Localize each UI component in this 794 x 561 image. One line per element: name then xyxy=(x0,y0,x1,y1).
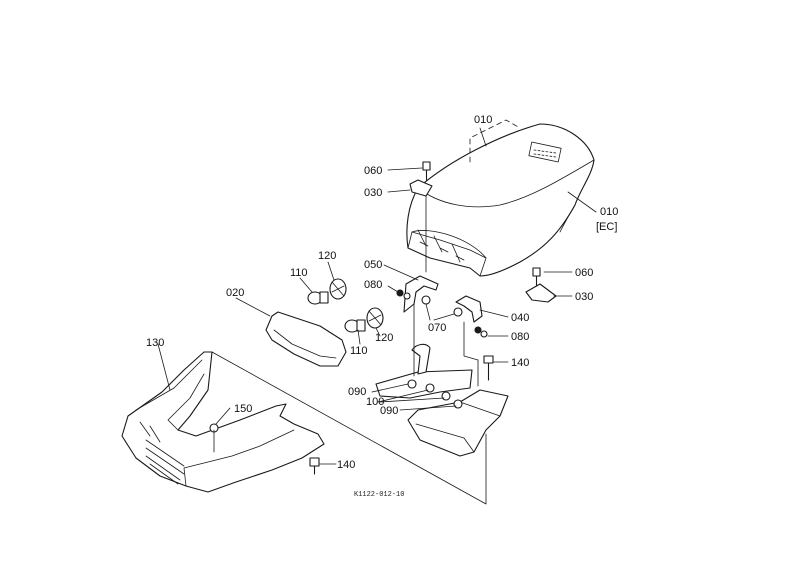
nut-070-left xyxy=(421,295,431,305)
bulb-110-lower xyxy=(344,319,366,333)
label-130: 130 xyxy=(146,337,164,349)
label-030-right: 030 xyxy=(575,291,593,303)
label-120-upper: 120 xyxy=(318,250,336,262)
hinge-bracket-030-left xyxy=(409,179,433,197)
label-090-upper: 090 xyxy=(348,386,366,398)
hood-part-010 xyxy=(406,123,595,277)
label-060-left: 060 xyxy=(364,165,382,177)
bolt-140-right xyxy=(483,355,494,381)
label-070: 070 xyxy=(428,322,446,334)
front-grille-130 xyxy=(121,351,325,493)
washer-090-lower xyxy=(453,399,463,409)
lens-020 xyxy=(265,311,347,367)
assembly-lines xyxy=(211,195,487,505)
label-010-top: 010 xyxy=(474,114,492,126)
nut-070-right xyxy=(453,307,463,317)
label-150: 150 xyxy=(234,403,252,415)
socket-120-upper xyxy=(329,278,347,300)
label-060-right: 060 xyxy=(575,267,593,279)
label-110-upper: 110 xyxy=(290,267,308,279)
label-140-left: 140 xyxy=(337,459,355,471)
bracket-050 xyxy=(403,275,439,313)
nut-080-right xyxy=(474,326,488,338)
label-110-lower: 110 xyxy=(350,345,368,357)
bolt-060-left xyxy=(422,161,431,181)
label-050: 050 xyxy=(364,259,382,271)
socket-120-lower xyxy=(366,307,384,329)
hook-arm xyxy=(411,343,431,375)
label-140-right: 140 xyxy=(511,357,529,369)
washer-100-a xyxy=(425,383,435,393)
label-120-lower: 120 xyxy=(375,332,393,344)
hinge-bracket-030-right xyxy=(525,283,557,303)
label-030-left: 030 xyxy=(364,187,382,199)
decal-outline-010 xyxy=(469,119,521,163)
label-080-left: 080 xyxy=(364,279,382,291)
label-ec: [EC] xyxy=(596,221,617,233)
label-020: 020 xyxy=(226,287,244,299)
washer-100-b xyxy=(441,391,451,401)
label-010-side: 010 xyxy=(600,206,618,218)
label-100: 100 xyxy=(366,396,384,408)
label-080-right: 080 xyxy=(511,331,529,343)
callout-leaders xyxy=(157,127,597,465)
label-090-lower: 090 xyxy=(380,405,398,417)
washer-090-upper xyxy=(407,379,417,389)
bracket-040 xyxy=(455,295,483,323)
lower-bracket-plate xyxy=(375,369,473,399)
label-040: 040 xyxy=(511,312,529,324)
nut-080-left xyxy=(396,289,411,300)
diagram-code: K1122-012-10 xyxy=(354,491,404,499)
bulb-110-upper xyxy=(307,291,329,305)
bolt-140-left xyxy=(309,457,320,475)
bolt-060-right xyxy=(532,267,541,287)
